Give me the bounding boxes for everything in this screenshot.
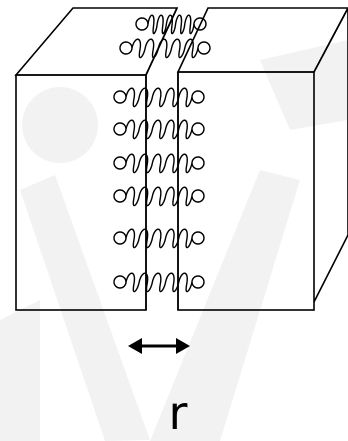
spring-end-left: [119, 41, 133, 55]
spring-end-right: [191, 231, 205, 245]
spring-end-right: [191, 189, 205, 203]
spring-row: [113, 119, 205, 140]
spring-row: [113, 87, 205, 108]
spring-end-left: [113, 122, 127, 136]
spring-coil: [125, 119, 193, 140]
spring-coil: [125, 153, 193, 174]
spring-coil: [147, 14, 195, 35]
spring-end-left: [113, 275, 127, 289]
crack-faces: [145, 72, 179, 310]
spring-row: [113, 153, 205, 174]
spring-end-left: [113, 156, 127, 170]
gap-width-label: r: [168, 386, 188, 440]
spring-end-left: [113, 189, 127, 203]
spring-end-left: [113, 90, 127, 104]
spring-end-right: [191, 275, 205, 289]
spring-coil: [125, 186, 193, 207]
gap-width-arrow: [128, 338, 190, 354]
spring-end-left: [135, 17, 149, 31]
bridging-springs: [113, 14, 211, 293]
spring-coil: [125, 272, 193, 293]
spring-coil: [125, 87, 193, 108]
spring-end-right: [191, 90, 205, 104]
spring-end-left: [113, 231, 127, 245]
spring-coil: [125, 228, 193, 249]
spring-row: [113, 186, 205, 207]
spring-row: [135, 14, 207, 35]
watermark: [0, 40, 348, 441]
spring-coil: [131, 38, 199, 59]
spring-row: [119, 38, 211, 59]
spring-end-right: [191, 122, 205, 136]
spring-end-right: [197, 41, 211, 55]
spring-row: [113, 272, 205, 293]
spring-end-right: [191, 156, 205, 170]
spring-row: [113, 228, 205, 249]
